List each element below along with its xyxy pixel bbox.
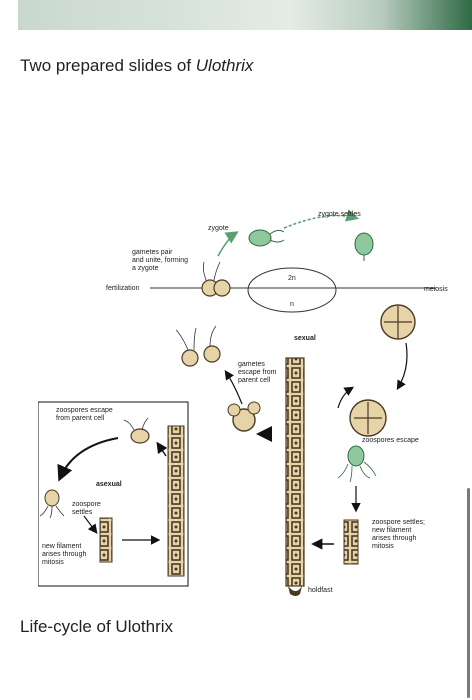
arrow-to-zoospore-parent bbox=[337, 386, 355, 409]
arrow-to-zygote bbox=[217, 231, 239, 257]
free-gametes bbox=[175, 325, 221, 367]
arrow-asexual-up bbox=[156, 441, 168, 457]
label-new-filament-left-1: new filament bbox=[42, 543, 81, 550]
label-gametes-pair-2: and unite, forming bbox=[132, 257, 188, 264]
label-gametes-escape-2: escape from bbox=[238, 369, 277, 376]
escaping-gametes-cluster bbox=[227, 401, 261, 432]
label-2n: 2n bbox=[288, 275, 296, 282]
zygote-cell bbox=[248, 229, 285, 247]
label-zoospore-settles-right-2: new filament bbox=[372, 527, 411, 534]
label-zoospore-settles-2: settles bbox=[72, 509, 93, 516]
label-gametes-pair-3: a zygote bbox=[132, 265, 159, 272]
right-settled-filament bbox=[343, 519, 359, 565]
label-sexual: sexual bbox=[294, 335, 316, 342]
caption-slides-genus: Ulothrix bbox=[195, 56, 254, 75]
label-gametes-pair-1: gametes pair bbox=[132, 249, 173, 256]
left-asexual-filament bbox=[167, 425, 185, 577]
label-zoospores-escape: zoospores escape bbox=[362, 437, 419, 444]
zoospore-parent-right bbox=[349, 399, 387, 437]
label-asexual: asexual bbox=[96, 481, 122, 488]
caption-slides-prefix: Two prepared slides of bbox=[20, 56, 196, 75]
arrow-meiosis-down bbox=[396, 342, 408, 391]
label-zoospore-settles-1: zoospore bbox=[72, 501, 101, 508]
label-new-filament-left-2: arises through bbox=[42, 551, 86, 558]
label-meiosis: meiosis bbox=[424, 286, 448, 293]
asexual-box bbox=[38, 401, 189, 587]
label-zoospore-settles-right-4: mitosis bbox=[372, 543, 394, 550]
ploidy-ellipse bbox=[247, 267, 337, 313]
arrow-asexual-down bbox=[83, 515, 98, 534]
asexual-settled-filament bbox=[99, 517, 113, 563]
label-new-filament-left-3: mitosis bbox=[42, 559, 64, 566]
settled-zygote bbox=[354, 232, 374, 261]
label-n: n bbox=[290, 301, 294, 308]
label-zoospore-settles-right-3: arises through bbox=[372, 535, 416, 542]
label-zoospore-settles-right-1: zoospore settles; bbox=[372, 519, 425, 526]
ulothrix-life-cycle-diagram: zygote zygote settles gametes pair and u… bbox=[38, 209, 448, 596]
label-zygote: zygote bbox=[208, 225, 229, 232]
header-photo bbox=[18, 0, 472, 30]
caption-slides: Two prepared slides of Ulothrix bbox=[20, 56, 253, 76]
label-zoospores-escape-parent-2: from parent cell bbox=[56, 415, 105, 422]
central-filament bbox=[285, 357, 305, 587]
arrow-zygote-settles bbox=[283, 209, 360, 229]
arrow-gametes-up bbox=[224, 370, 243, 405]
scrollbar[interactable] bbox=[467, 488, 470, 698]
label-zygote-settles: zygote settles bbox=[318, 211, 361, 218]
label-holdfast: holdfast bbox=[308, 587, 333, 594]
caption-life-cycle: Life-cycle of Ulothrix bbox=[20, 617, 174, 636]
label-gametes-escape-3: parent cell bbox=[238, 377, 271, 384]
holdfast-shape bbox=[288, 586, 302, 596]
label-fertilization: fertilization bbox=[106, 285, 140, 292]
arrow-asexual-loop bbox=[57, 437, 119, 482]
label-gametes-escape-1: gametes bbox=[238, 361, 265, 368]
meiosis-zygote bbox=[380, 304, 416, 340]
gamete-pair bbox=[201, 261, 231, 297]
label-zoospores-escape-parent-1: zoospores escape bbox=[56, 407, 113, 414]
asexual-zoospore bbox=[39, 489, 65, 519]
zoospore-right bbox=[337, 445, 377, 483]
asexual-zoospore-parent bbox=[123, 417, 150, 444]
